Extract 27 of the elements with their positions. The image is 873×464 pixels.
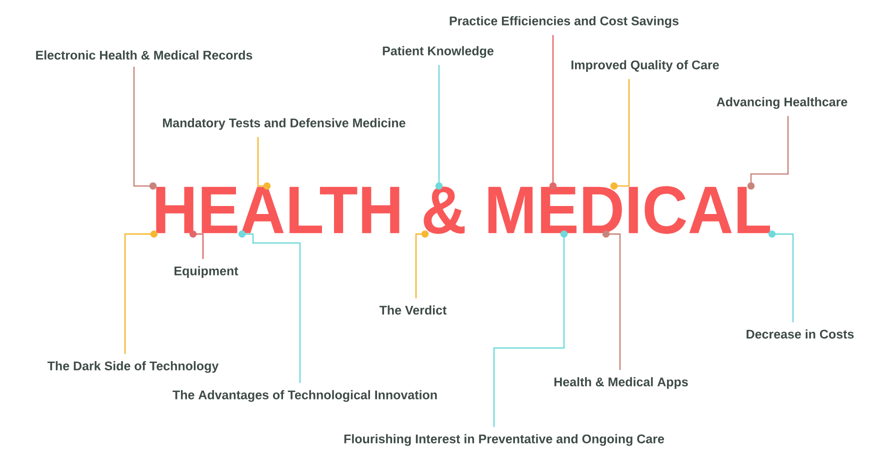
label-text: The Advantages of Technological Innovation bbox=[172, 390, 437, 402]
leader-line bbox=[415, 230, 429, 298]
label-text: Flourishing Interest in Preventative and Ongoing Care bbox=[344, 434, 664, 446]
label-text: Electronic Health & Medical Records bbox=[36, 50, 252, 60]
leader-line bbox=[189, 230, 204, 259]
leader-line bbox=[610, 79, 630, 190]
label-text: Mandatory Tests and Defensive Medicine bbox=[163, 118, 406, 130]
leader-line bbox=[549, 35, 557, 190]
label-text: Advancing Healthcare bbox=[716, 97, 848, 109]
label-text: Decrease in Costs bbox=[746, 329, 854, 339]
leader-line bbox=[493, 230, 568, 427]
label-text: Equipment bbox=[174, 266, 238, 278]
label-text: The Verdict bbox=[379, 305, 447, 315]
label-text: Practice Efficiencies and Cost Savings bbox=[450, 16, 678, 28]
label-text: Patient Knowledge bbox=[382, 46, 494, 58]
leader-line bbox=[124, 230, 158, 354]
label-text: Improved Quality of Care bbox=[572, 60, 719, 72]
leader-line bbox=[602, 230, 621, 370]
title-text: HEALTH & MEDICAL bbox=[156, 186, 770, 234]
label-text: The Dark Side of Technology bbox=[47, 361, 219, 373]
label-text: Health & Medical Apps bbox=[554, 377, 688, 389]
leader-line bbox=[257, 137, 271, 190]
leader-line bbox=[768, 230, 794, 322]
leader-line bbox=[238, 230, 301, 383]
leader-line bbox=[133, 66, 157, 190]
leader-line bbox=[747, 116, 789, 190]
leader-line bbox=[435, 65, 443, 190]
